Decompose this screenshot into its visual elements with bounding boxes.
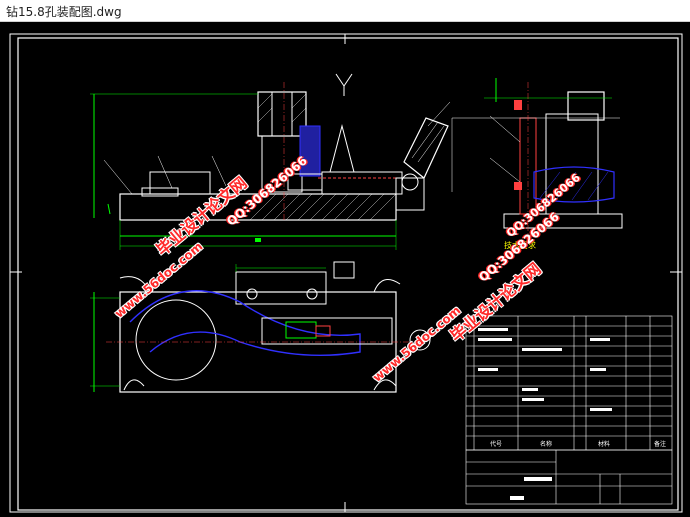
parts-list <box>465 315 673 505</box>
col-remark-label: 备注 <box>654 441 667 448</box>
base-hatch <box>249 193 397 221</box>
side-pin <box>519 117 537 215</box>
top-column <box>235 271 327 305</box>
bushing-hatch <box>257 93 307 123</box>
left-support <box>149 171 211 195</box>
inner-frame <box>17 37 679 511</box>
side-view <box>451 78 623 242</box>
parts-list-fills <box>478 328 612 500</box>
front-view <box>90 73 451 250</box>
clamp-pad <box>315 325 331 337</box>
top-center-box <box>333 261 355 279</box>
col-code-label: 代号 <box>490 441 503 448</box>
handle <box>403 117 449 179</box>
cone-locator <box>329 124 355 173</box>
outer-frame <box>9 33 683 513</box>
window-title: 钻15.8孔装配图.dwg <box>6 5 122 19</box>
top-view <box>90 261 431 393</box>
bushing-plate <box>257 91 307 137</box>
bushing <box>271 91 293 137</box>
title-bar: 钻15.8孔装配图.dwg <box>0 0 690 22</box>
cad-drawing <box>9 33 683 513</box>
slide-block <box>287 173 323 191</box>
side-marker <box>514 100 522 110</box>
drawing-canvas[interactable]: 技术要求 代号 名称 材料 备注 毕业设计论文网 www.56doc.com Q… <box>0 22 690 517</box>
left-pin <box>141 187 179 197</box>
side-section <box>533 166 615 203</box>
clamp-body <box>321 171 403 195</box>
workpiece-outline <box>129 290 361 357</box>
section-fill <box>299 125 321 177</box>
cam-block <box>395 177 425 211</box>
tech-requirements-title: 技术要求 <box>504 241 536 250</box>
clamp-rail <box>261 317 393 345</box>
side-bushing <box>567 91 605 121</box>
col-material-label: 材料 <box>598 441 611 448</box>
col-name-label: 名称 <box>540 441 553 448</box>
top-cam <box>409 329 431 351</box>
side-column <box>545 113 599 215</box>
workpiece-bore <box>135 299 217 381</box>
cam <box>401 173 419 191</box>
